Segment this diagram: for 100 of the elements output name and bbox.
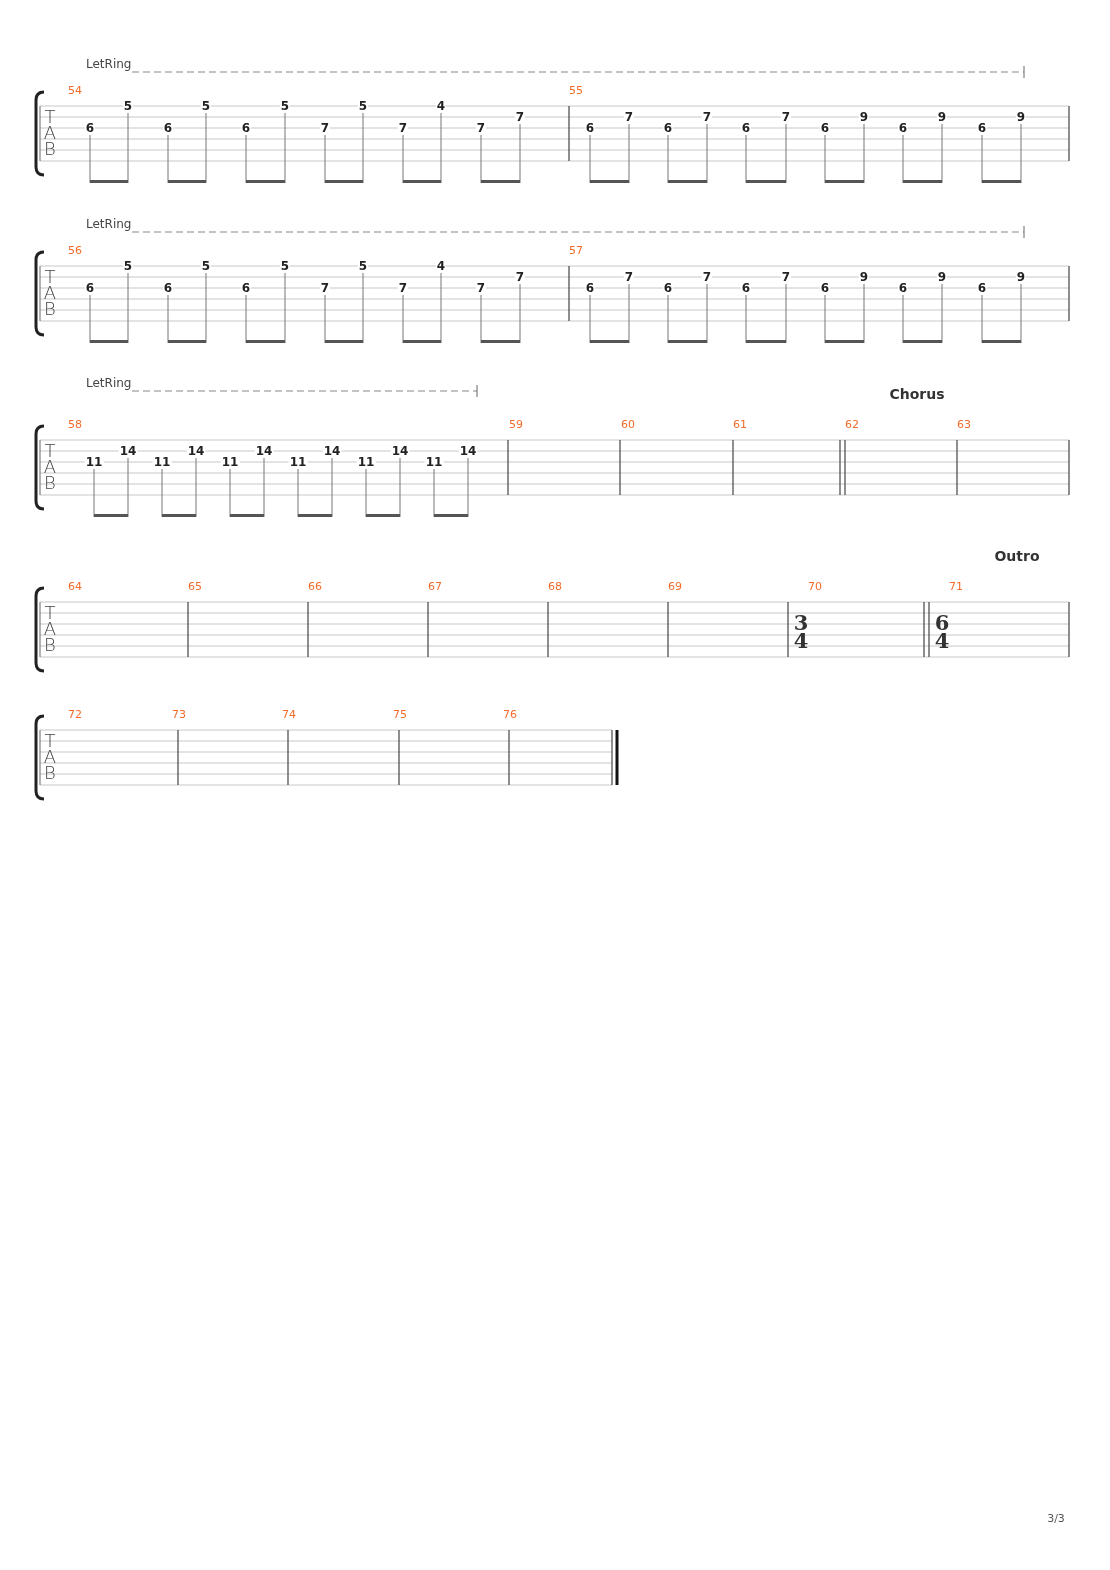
fret-number: 6 [976,122,988,134]
tab-clef-letter: T [44,108,56,126]
fret-number: 9 [936,111,948,123]
fret-number: 7 [780,271,792,283]
fret-number: 11 [152,456,172,468]
fret-number: 6 [162,122,174,134]
measure-number: 74 [282,708,296,720]
fret-number: 7 [701,111,713,123]
measure-number: 66 [308,580,322,592]
tab-clef-letter: B [44,140,56,158]
fret-number: 5 [122,260,134,272]
fret-number: 6 [662,282,674,294]
measure-number: 70 [808,580,822,592]
fret-number: 6 [584,282,596,294]
fret-number: 14 [118,445,138,457]
tab-clef-letter: B [44,636,56,654]
fret-number: 5 [279,100,291,112]
fret-number: 5 [200,260,212,272]
tab-clef-letter: T [44,732,56,750]
measure-number: 73 [172,708,186,720]
fret-number: 7 [319,282,331,294]
measure-number: 57 [569,244,583,256]
fret-number: 11 [356,456,376,468]
fret-number: 4 [435,260,447,272]
measure-number: 64 [68,580,82,592]
fret-number: 9 [936,271,948,283]
measure-number: 61 [733,418,747,430]
fret-number: 14 [254,445,274,457]
fret-number: 6 [240,282,252,294]
measure-number: 76 [503,708,517,720]
tab-clef-letter: T [44,268,56,286]
fret-number: 6 [897,282,909,294]
tab-clef-letter: B [44,764,56,782]
fret-number: 6 [740,122,752,134]
fret-number: 4 [435,100,447,112]
fret-number: 6 [897,122,909,134]
measure-number: 54 [68,84,82,96]
tab-clef-letter: T [44,442,56,460]
fret-number: 14 [322,445,342,457]
fret-number: 7 [780,111,792,123]
tab-clef-letter: A [43,620,57,638]
measure-number: 59 [509,418,523,430]
measure-number: 67 [428,580,442,592]
fret-number: 5 [279,260,291,272]
fret-number: 7 [397,282,409,294]
let-ring-marking: LetRing [86,58,132,70]
fret-number: 7 [475,282,487,294]
fret-number: 14 [458,445,478,457]
fret-number: 6 [84,122,96,134]
fret-number: 14 [186,445,206,457]
measure-number: 71 [949,580,963,592]
fret-number: 9 [1015,271,1027,283]
page-number: 3/3 [1047,1512,1065,1524]
fret-number: 6 [976,282,988,294]
fret-number: 5 [200,100,212,112]
measure-number: 56 [68,244,82,256]
fret-number: 11 [288,456,308,468]
fret-number: 14 [390,445,410,457]
let-ring-marking: LetRing [86,377,132,389]
fret-number: 6 [240,122,252,134]
measure-number: 63 [957,418,971,430]
fret-number: 11 [84,456,104,468]
fret-number: 5 [357,260,369,272]
fret-number: 6 [84,282,96,294]
fret-number: 7 [623,111,635,123]
fret-number: 5 [122,100,134,112]
tab-clef-letter: A [43,284,57,302]
fret-number: 7 [514,271,526,283]
fret-number: 6 [662,122,674,134]
fret-number: 7 [475,122,487,134]
tab-clef-letter: A [43,124,57,142]
measure-number: 60 [621,418,635,430]
let-ring-marking: LetRing [86,218,132,230]
measure-number: 72 [68,708,82,720]
fret-number: 5 [357,100,369,112]
fret-number: 11 [424,456,444,468]
measure-number: 58 [68,418,82,430]
measure-number: 69 [668,580,682,592]
fret-number: 9 [858,271,870,283]
fret-number: 6 [819,282,831,294]
fret-number: 9 [1015,111,1027,123]
fret-number: 9 [858,111,870,123]
tab-clef-letter: B [44,474,56,492]
fret-number: 6 [584,122,596,134]
tab-clef-letter: A [43,458,57,476]
measure-number: 55 [569,84,583,96]
fret-number: 7 [623,271,635,283]
measure-number: 62 [845,418,859,430]
fret-number: 7 [701,271,713,283]
fret-number: 6 [162,282,174,294]
fret-number: 6 [740,282,752,294]
tab-clef-letter: T [44,604,56,622]
tab-clef-letter: A [43,748,57,766]
fret-number: 6 [819,122,831,134]
fret-number: 7 [397,122,409,134]
section-marker: Outro [994,549,1040,563]
fret-number: 7 [319,122,331,134]
fret-number: 11 [220,456,240,468]
measure-number: 65 [188,580,202,592]
fret-number: 7 [514,111,526,123]
